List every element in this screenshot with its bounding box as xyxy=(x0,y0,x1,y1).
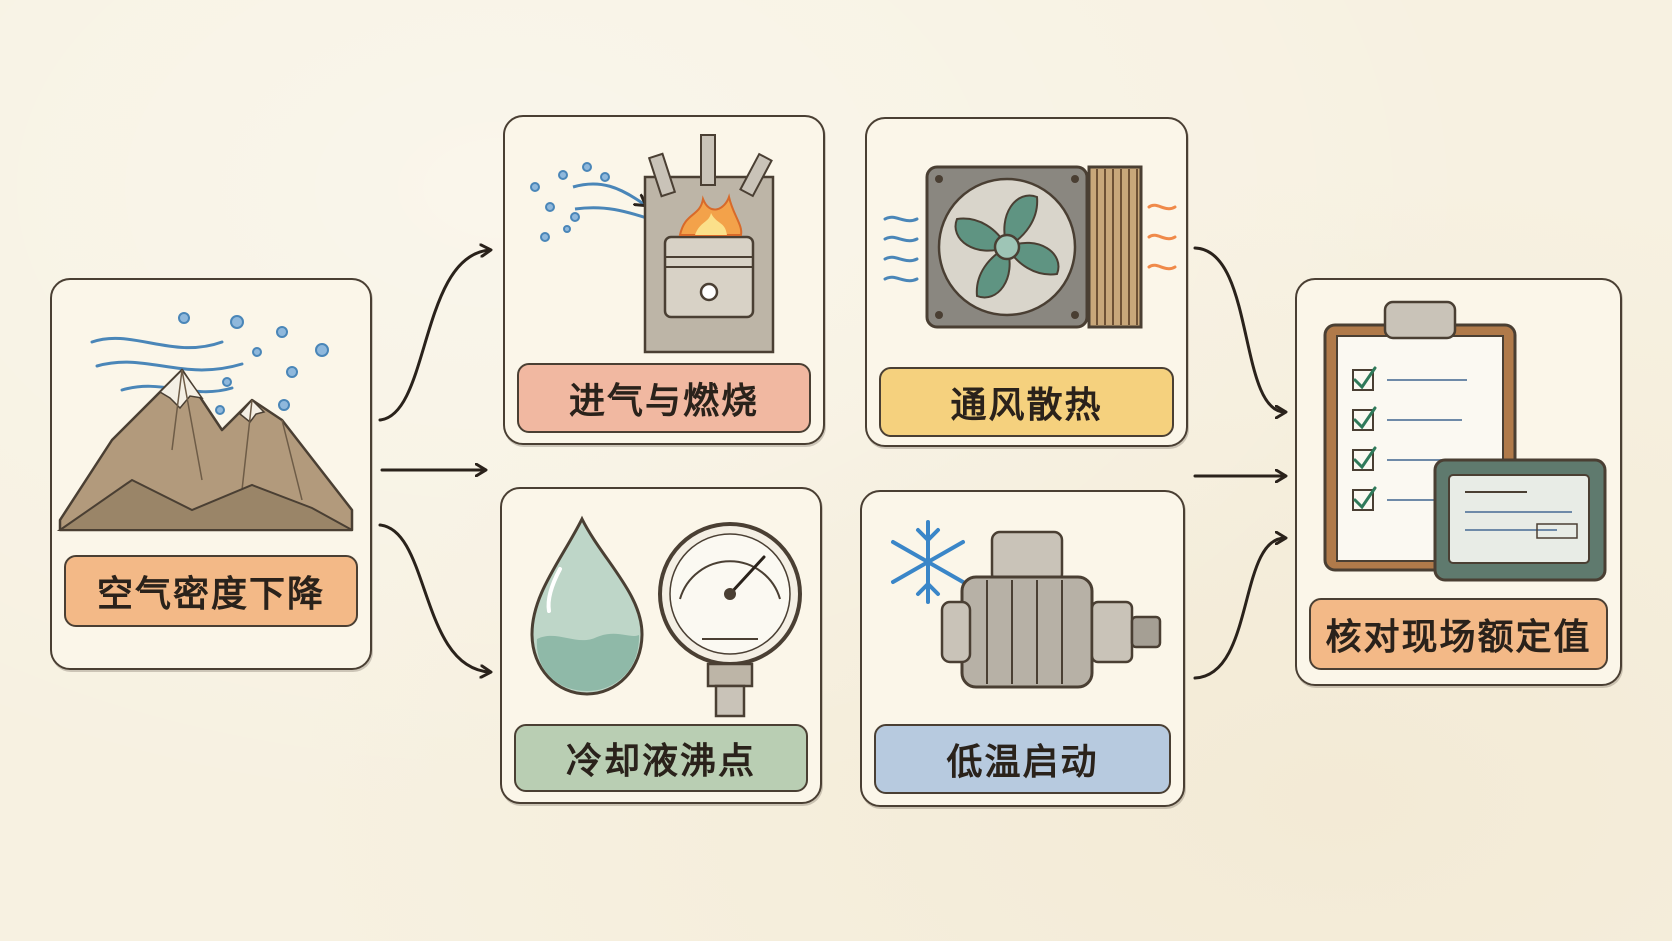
pressure-gauge-icon xyxy=(530,515,802,718)
node-cold-start-label: 低温启动 xyxy=(874,724,1171,794)
water-drop-icon xyxy=(530,515,644,696)
node-ventilation-cooling-label: 通风散热 xyxy=(879,367,1174,437)
node-air-density-label: 空气密度下降 xyxy=(64,555,358,627)
node-air-density: 空气密度下降 xyxy=(50,278,372,670)
engine-cylinder-icon xyxy=(530,134,775,354)
arrow-cooling-to-result xyxy=(1193,246,1285,412)
radiator-fan-icon xyxy=(883,165,1177,329)
arrow-source-to-intake xyxy=(378,250,490,422)
node-ventilation-cooling: 通风散热 xyxy=(865,117,1188,447)
node-check-site-rating-label: 核对现场额定值 xyxy=(1309,598,1608,670)
node-check-site-rating: 核对现场额定值 xyxy=(1295,278,1622,686)
node-cold-start: 低温启动 xyxy=(860,490,1185,807)
starter-motor-icon xyxy=(891,520,1162,689)
snowflake-icon xyxy=(891,520,965,604)
node-intake-combustion: 进气与燃烧 xyxy=(503,115,825,445)
node-coolant-boiling-point: 冷却液沸点 xyxy=(500,487,822,804)
node-intake-combustion-label: 进气与燃烧 xyxy=(517,363,811,433)
clipboard-checklist-icon xyxy=(1323,300,1607,582)
mountain-icon xyxy=(56,312,354,532)
arrow-cold-start-to-result xyxy=(1193,538,1285,680)
node-coolant-boiling-point-label: 冷却液沸点 xyxy=(514,724,808,792)
arrow-source-to-coolant xyxy=(378,523,490,672)
